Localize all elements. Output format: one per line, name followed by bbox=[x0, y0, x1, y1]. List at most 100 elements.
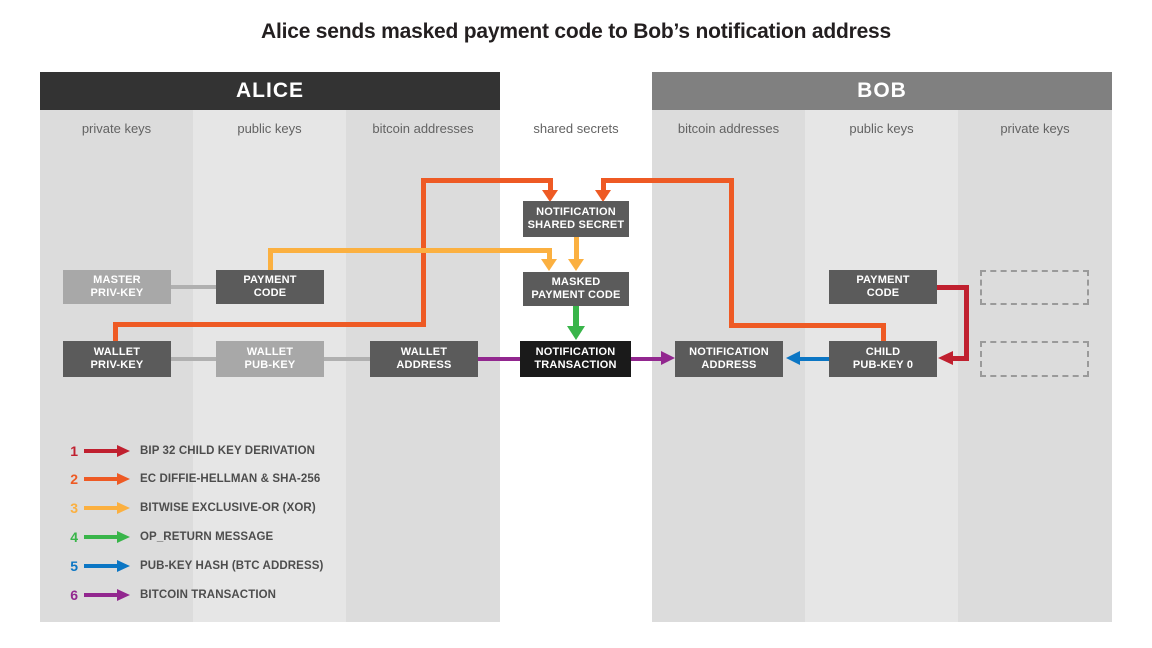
node-notification-transaction-line1: NOTIFICATION bbox=[535, 345, 616, 358]
amber-shared-secret-arrowhead bbox=[568, 259, 584, 271]
legend-item-3-number: 3 bbox=[70, 500, 78, 516]
node-notification-address[interactable]: NOTIFICATION ADDRESS bbox=[675, 341, 783, 377]
legend-item-5-number: 5 bbox=[70, 558, 78, 574]
purple-tx-to-addr-arrowhead bbox=[661, 351, 675, 365]
purple-wallet-to-tx-stem bbox=[478, 357, 520, 361]
party-header-bob: BOB bbox=[652, 72, 1112, 110]
node-masked-payment-code[interactable]: MASKED PAYMENT CODE bbox=[523, 272, 629, 306]
orange-bob-horiz-low bbox=[729, 323, 886, 328]
crimson-derivation-vert bbox=[964, 285, 969, 358]
column-band-bob-private bbox=[958, 110, 1112, 622]
amber-payment-code-riser bbox=[268, 248, 273, 272]
legend-item-1-arrow-icon bbox=[84, 441, 130, 461]
legend-item-1-number: 1 bbox=[70, 443, 78, 459]
node-notification-shared-secret-line2: SHARED SECRET bbox=[527, 219, 625, 231]
orange-alice-drop bbox=[548, 178, 553, 193]
legend-item-3: 3 BITWISE EXCLUSIVE-OR (XOR) bbox=[62, 498, 316, 518]
node-wallet-address-line1: WALLET bbox=[400, 345, 448, 358]
node-wallet-address-line2: ADDRESS bbox=[396, 359, 452, 371]
node-wallet-pub-key[interactable]: WALLET PUB-KEY bbox=[216, 341, 324, 377]
node-wallet-priv-key-line1: WALLET bbox=[93, 345, 141, 358]
party-header-alice-label: ALICE bbox=[236, 79, 304, 102]
node-wallet-priv-key[interactable]: WALLET PRIV-KEY bbox=[63, 341, 171, 377]
column-caption-alice-public: public keys bbox=[237, 120, 302, 136]
blue-hash-arrowhead bbox=[786, 351, 800, 365]
legend-item-6-arrow-icon bbox=[84, 585, 130, 605]
node-child-pub-key-0-line2: PUB-KEY 0 bbox=[852, 359, 914, 371]
node-child-pub-key-0-line1: CHILD bbox=[865, 345, 901, 358]
node-alice-payment-code-line1: PAYMENT bbox=[243, 273, 297, 286]
orange-bob-horiz-top bbox=[601, 178, 734, 183]
crimson-derivation-arrowhead bbox=[938, 351, 953, 365]
orange-bob-arrowhead bbox=[595, 190, 611, 202]
party-header-bob-label: BOB bbox=[857, 79, 907, 102]
node-wallet-priv-key-line2: PRIV-KEY bbox=[90, 359, 144, 371]
legend-item-5-label: PUB-KEY HASH (BTC ADDRESS) bbox=[140, 560, 324, 572]
column-caption-alice-addresses: bitcoin addresses bbox=[372, 120, 474, 136]
node-master-priv-key-line1: MASTER bbox=[93, 273, 141, 286]
crimson-derivation-horiz-top bbox=[937, 285, 969, 290]
page-title: Alice sends masked payment code to Bob’s… bbox=[260, 20, 892, 43]
legend-item-5: 5 PUB-KEY HASH (BTC ADDRESS) bbox=[62, 556, 323, 576]
legend-item-5-arrow-icon bbox=[84, 556, 130, 576]
legend-item-2-label: EC DIFFIE-HELLMAN & SHA-256 bbox=[140, 473, 321, 485]
node-wallet-pub-key-line1: WALLET bbox=[246, 345, 294, 358]
green-op-return-stem bbox=[573, 306, 579, 328]
column-caption-shared-secrets: shared secrets bbox=[533, 120, 619, 136]
orange-alice-arrowhead bbox=[542, 190, 558, 202]
column-caption-bob-addresses: bitcoin addresses bbox=[677, 120, 780, 136]
legend-item-3-arrow-icon bbox=[84, 498, 130, 518]
orange-alice-horiz-low bbox=[113, 322, 426, 327]
party-header-alice: ALICE bbox=[40, 72, 500, 110]
legend-item-3-label: BITWISE EXCLUSIVE-OR (XOR) bbox=[140, 502, 316, 514]
blue-hash-stem bbox=[800, 357, 829, 361]
amber-shared-secret-drop bbox=[574, 237, 579, 262]
orange-bob-drop bbox=[601, 178, 606, 193]
legend-item-6: 6 BITCOIN TRANSACTION bbox=[62, 585, 276, 605]
column-caption-bob-private: private keys bbox=[1000, 120, 1070, 136]
purple-tx-to-addr-stem bbox=[631, 357, 663, 361]
legend-item-2-arrow-icon bbox=[84, 469, 130, 489]
legend-item-2-number: 2 bbox=[70, 471, 78, 487]
legend-item-4-label: OP_RETURN MESSAGE bbox=[140, 531, 274, 543]
node-notification-transaction[interactable]: NOTIFICATION TRANSACTION bbox=[520, 341, 631, 377]
node-alice-payment-code-line2: CODE bbox=[253, 287, 287, 299]
legend-item-6-label: BITCOIN TRANSACTION bbox=[140, 589, 277, 601]
legend-item-2: 2 EC DIFFIE-HELLMAN & SHA-256 bbox=[62, 469, 320, 489]
legend-item-4-number: 4 bbox=[70, 529, 78, 545]
node-masked-payment-code-line1: MASKED bbox=[551, 275, 601, 288]
legend-item-1-label: BIP 32 CHILD KEY DERIVATION bbox=[140, 445, 316, 457]
node-notification-shared-secret[interactable]: NOTIFICATION SHARED SECRET bbox=[523, 201, 629, 237]
node-notification-shared-secret-line1: NOTIFICATION bbox=[536, 205, 616, 218]
orange-alice-horiz-top bbox=[421, 178, 551, 183]
link-master-to-payment-code bbox=[171, 285, 216, 289]
column-caption-alice-private: private keys bbox=[81, 120, 152, 136]
green-op-return-arrowhead bbox=[567, 326, 585, 340]
node-bob-payment-code[interactable]: PAYMENT CODE bbox=[829, 270, 937, 304]
legend-item-1: 1 BIP 32 CHILD KEY DERIVATION bbox=[62, 441, 315, 461]
orange-alice-riser bbox=[113, 322, 118, 344]
amber-payment-code-drop bbox=[547, 248, 552, 262]
node-notification-address-line2: ADDRESS bbox=[701, 359, 757, 371]
node-bob-payment-code-line1: PAYMENT bbox=[856, 273, 910, 286]
legend-item-4: 4 OP_RETURN MESSAGE bbox=[62, 527, 273, 547]
link-wallet-pub-to-wallet-address bbox=[324, 357, 370, 361]
legend-item-6-number: 6 bbox=[70, 587, 78, 603]
node-bob-ghost-lower bbox=[980, 341, 1089, 377]
node-wallet-pub-key-line2: PUB-KEY bbox=[244, 359, 296, 371]
orange-bob-vert bbox=[729, 178, 734, 328]
node-master-priv-key-line2: PRIV-KEY bbox=[90, 287, 144, 299]
node-wallet-address[interactable]: WALLET ADDRESS bbox=[370, 341, 478, 377]
node-masked-payment-code-line2: PAYMENT CODE bbox=[531, 289, 621, 301]
orange-bob-riser bbox=[881, 323, 886, 345]
link-wallet-priv-to-wallet-pub bbox=[171, 357, 216, 361]
node-notification-address-line1: NOTIFICATION bbox=[689, 345, 769, 358]
node-child-pub-key-0[interactable]: CHILD PUB-KEY 0 bbox=[829, 341, 937, 377]
node-bob-payment-code-line2: CODE bbox=[866, 287, 900, 299]
crimson-derivation-horiz-low bbox=[953, 356, 969, 361]
node-alice-payment-code[interactable]: PAYMENT CODE bbox=[216, 270, 324, 304]
node-master-priv-key[interactable]: MASTER PRIV-KEY bbox=[63, 270, 171, 304]
column-caption-bob-public: public keys bbox=[849, 120, 914, 136]
amber-payment-code-horiz bbox=[268, 248, 552, 253]
